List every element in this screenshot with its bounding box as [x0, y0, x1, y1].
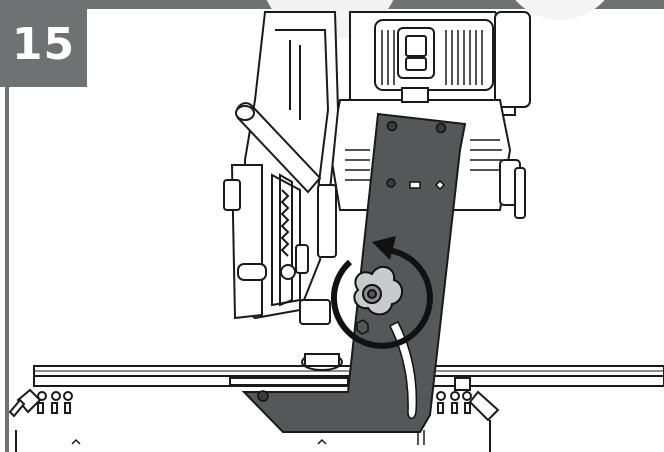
left-border: [5, 9, 9, 452]
motor-side-fins: [345, 139, 502, 181]
bracket-screws: [257, 120, 447, 402]
bracket-details: [409, 179, 446, 191]
motor-vents: [381, 30, 483, 85]
blade-assembly: [223, 164, 309, 320]
turntable-clamp: [229, 353, 349, 386]
bevel-slot: [388, 320, 418, 420]
step-number-badge: 15: [0, 9, 87, 87]
step-number: 15: [11, 19, 76, 70]
side-knob-right: [499, 159, 526, 219]
left-base-leg: [8, 388, 73, 452]
blade-guard: [244, 11, 340, 320]
motor-switch: [397, 27, 435, 79]
background-accent: [515, 0, 605, 20]
hex-nut: [356, 319, 369, 335]
right-base-leg: [436, 377, 500, 452]
fence-post: [299, 184, 337, 325]
blade-teeth: [280, 189, 290, 257]
rotate-counterclockwise-icon: [330, 236, 433, 349]
bevel-lock-knob: [353, 265, 403, 316]
carry-handle: [235, 102, 322, 194]
